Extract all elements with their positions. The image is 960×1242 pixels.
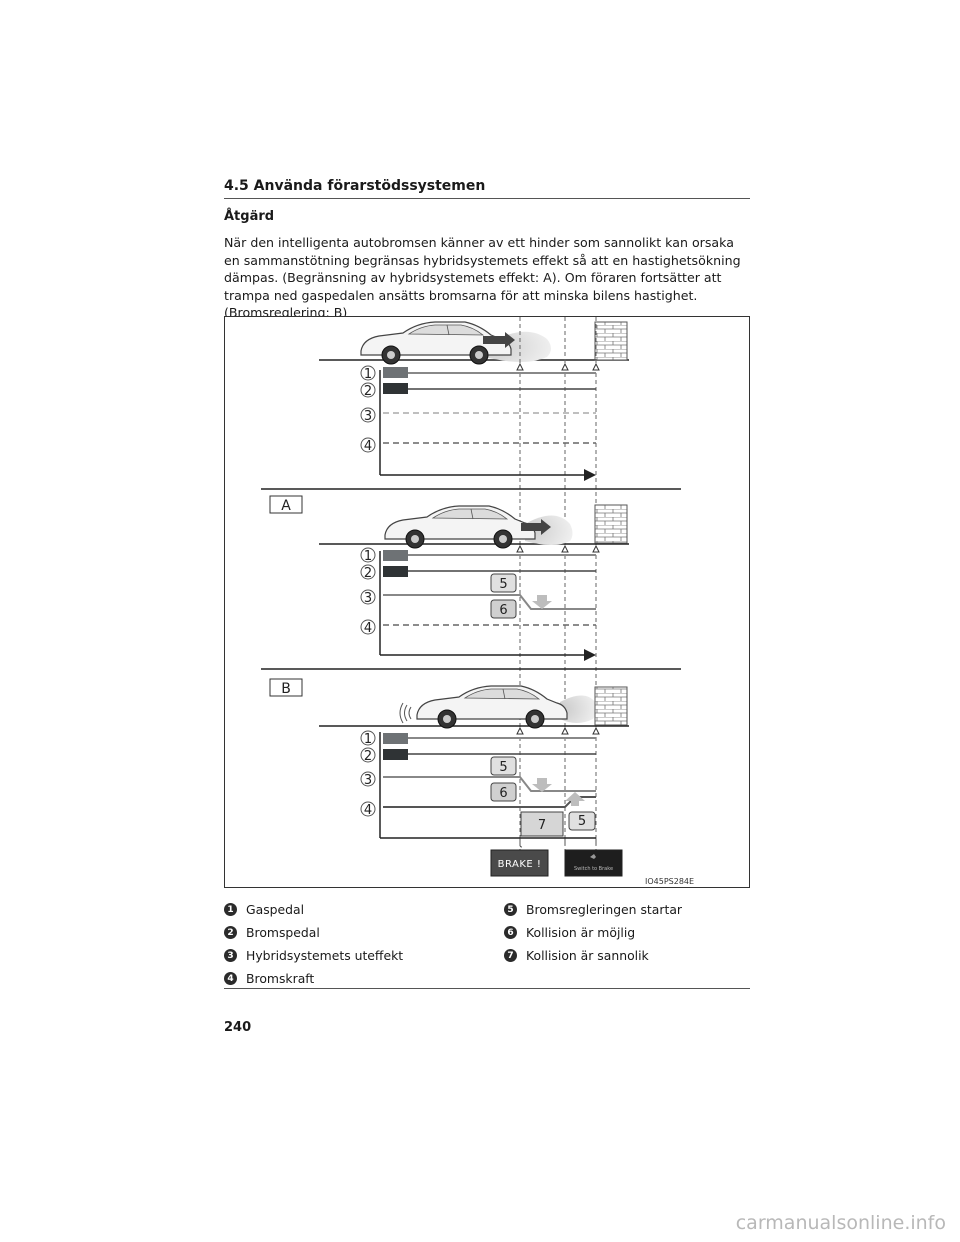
callout-4: 4 xyxy=(364,803,372,818)
legend-text: Gaspedal xyxy=(246,902,305,917)
callout-1: 1 xyxy=(364,367,372,382)
legend-text: Bromskraft xyxy=(246,971,315,986)
figure-code: IO45PS284E xyxy=(645,877,694,886)
number-badge: 5 xyxy=(504,903,517,916)
legend-item: 4 Bromskraft xyxy=(224,967,403,990)
diagram-figure: A B xyxy=(224,316,750,888)
number-badge: 3 xyxy=(224,949,237,962)
legend-left-column: 1 Gaspedal 2 Bromspedal 3 Hybridsystemets u… xyxy=(224,898,403,990)
legend-item: 7 Kollision är sannolik xyxy=(504,944,682,967)
callout-6: 6 xyxy=(499,603,507,618)
legend-item: 1 Gaspedal xyxy=(224,898,403,921)
switch-to-brake-display: Switch to Brake xyxy=(574,866,613,872)
number-badge: 7 xyxy=(504,949,517,962)
panel-b-label: B xyxy=(281,681,291,697)
subheading: Åtgärd xyxy=(224,209,275,224)
legend-text: Hybridsystemets uteffekt xyxy=(246,948,404,963)
callout-5: 5 xyxy=(499,760,507,775)
panel-normal xyxy=(319,317,629,877)
number-badge: 6 xyxy=(504,926,517,939)
panel-a-label: A xyxy=(281,498,291,514)
callout-6: 6 xyxy=(499,786,507,801)
number-badge: 2 xyxy=(224,926,237,939)
callout-4: 4 xyxy=(364,439,372,454)
legend-text: Bromsregleringen startar xyxy=(526,902,683,917)
legend-item: 6 Kollision är möjlig xyxy=(504,921,682,944)
page-number: 240 xyxy=(224,1020,252,1035)
body-paragraph: När den intelligenta autobromsen känner … xyxy=(224,235,741,320)
legend-item: 5 Bromsregleringen startar xyxy=(504,898,682,921)
panel-b xyxy=(319,685,629,877)
callout-5: 5 xyxy=(578,814,586,829)
callout-7: 7 xyxy=(538,818,546,833)
callout-5: 5 xyxy=(499,577,507,592)
legend-text: Bromspedal xyxy=(246,925,320,940)
panel-a xyxy=(319,504,629,661)
watermark: carmanualsonline.info xyxy=(735,1212,946,1234)
callout-3: 3 xyxy=(364,591,372,606)
legend-text: Kollision är sannolik xyxy=(526,948,649,963)
callout-1: 1 xyxy=(364,549,372,564)
callout-3: 3 xyxy=(364,409,372,424)
number-badge: 1 xyxy=(224,903,237,916)
brake-warning-display: BRAKE ! xyxy=(498,859,542,870)
legend: 1 Gaspedal 2 Bromspedal 3 Hybridsystemets u… xyxy=(224,898,750,989)
callout-2: 2 xyxy=(364,749,372,764)
legend-item: 3 Hybridsystemets uteffekt xyxy=(224,944,403,967)
callout-1: 1 xyxy=(364,732,372,747)
callout-2: 2 xyxy=(364,384,372,399)
legend-item: 2 Bromspedal xyxy=(224,921,403,944)
callout-4: 4 xyxy=(364,621,372,636)
number-badge: 4 xyxy=(224,972,237,985)
section-header: 4.5 Använda förarstödssystemen xyxy=(224,178,750,199)
callout-2: 2 xyxy=(364,566,372,581)
legend-text: Kollision är möjlig xyxy=(526,925,636,940)
callout-3: 3 xyxy=(364,773,372,788)
